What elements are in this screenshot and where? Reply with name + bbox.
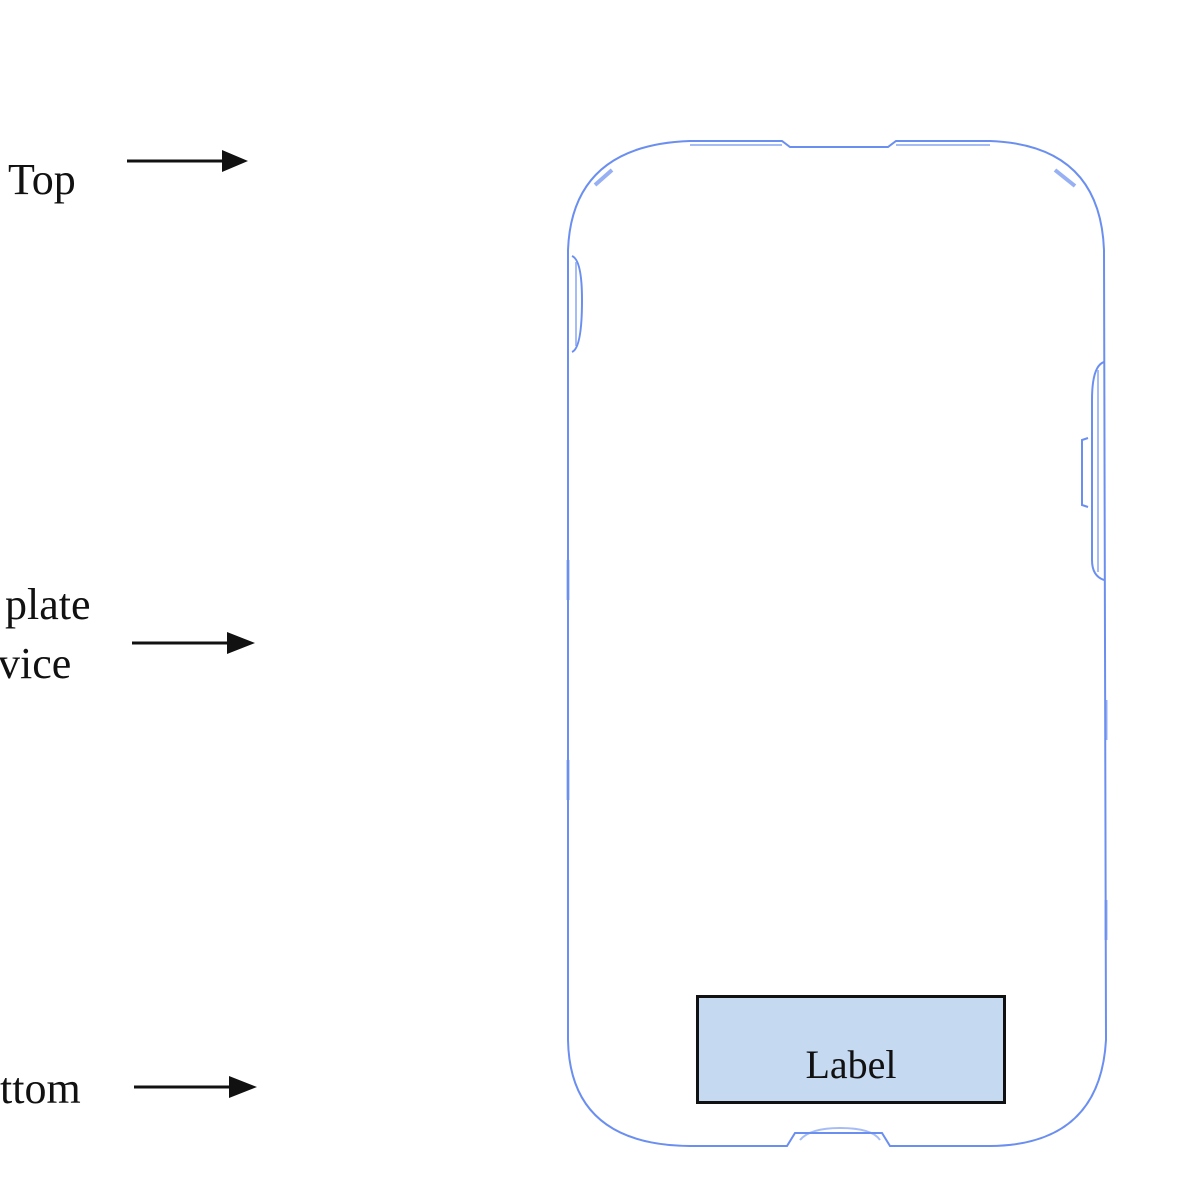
device-label-box: Label xyxy=(696,995,1006,1104)
annotation-middle-line1: plate xyxy=(5,580,91,629)
arrow-top xyxy=(127,150,248,172)
annotation-bottom: ttom xyxy=(0,1064,81,1113)
side-key-right xyxy=(1081,437,1089,508)
arrow-middle xyxy=(132,632,255,654)
arrow-bottom xyxy=(134,1076,257,1098)
device-label-text: Label xyxy=(805,1042,897,1087)
side-button-right xyxy=(1091,361,1105,581)
annotation-top: Top xyxy=(8,155,76,204)
device-outline xyxy=(566,140,1108,1147)
annotation-middle-line2: vice xyxy=(0,639,72,688)
